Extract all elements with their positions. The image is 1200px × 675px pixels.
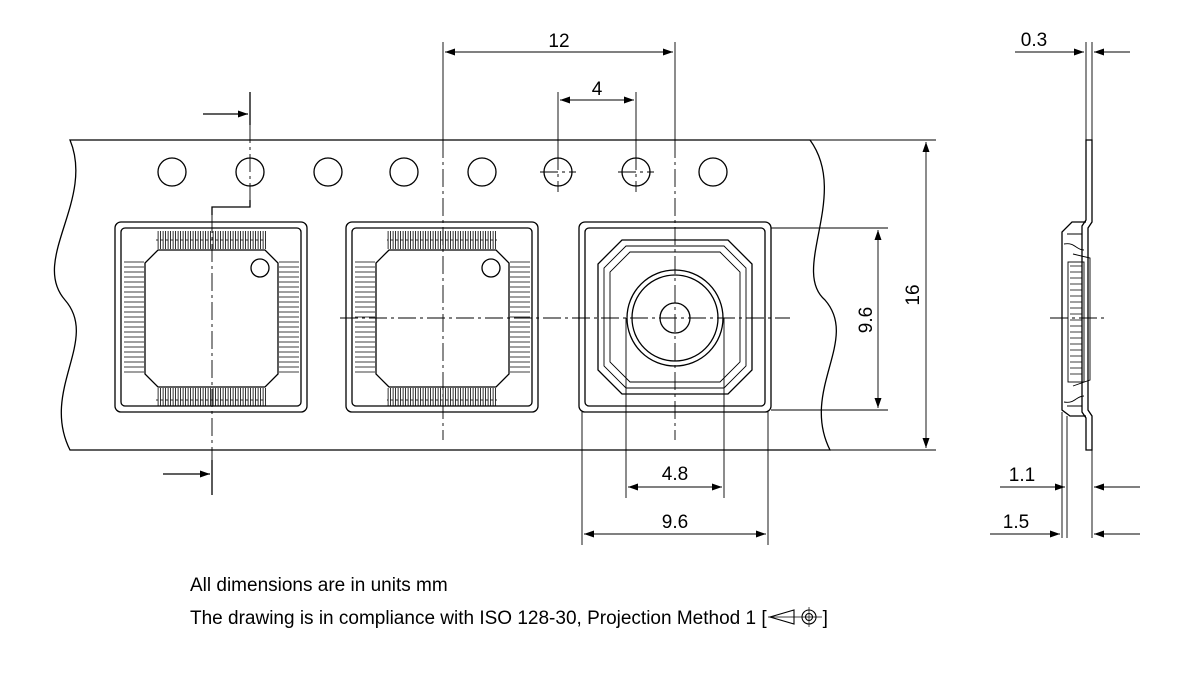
compliance-note-suffix: ] <box>822 608 828 629</box>
dim-hole-pitch-label: 4 <box>592 79 603 100</box>
dim-pocket-center-width-label: 4.8 <box>662 464 688 485</box>
units-note: All dimensions are in units mm <box>190 575 448 596</box>
pocket-1-with-chip <box>114 221 308 413</box>
compliance-note: The drawing is in compliance with ISO 12… <box>190 606 828 630</box>
dim-pitch-label: 12 <box>548 31 569 52</box>
dimension-lines <box>442 42 936 545</box>
dim-pocket-height-label: 9.6 <box>856 307 877 333</box>
dim-pocket-depth-inner-label: 1.1 <box>1009 465 1035 486</box>
center-lines <box>211 125 790 460</box>
dim-tape-width-label: 16 <box>903 284 924 305</box>
pocket-2-with-chip <box>345 221 539 413</box>
compliance-note-prefix: The drawing is in compliance with ISO 12… <box>190 608 767 629</box>
side-view-dimension-lines <box>990 42 1140 538</box>
dim-pocket-width-label: 9.6 <box>662 512 688 533</box>
dim-pocket-depth-total-label: 1.5 <box>1003 512 1029 533</box>
dim-tape-thickness-label: 0.3 <box>1021 30 1047 51</box>
section-cut-line <box>163 92 251 495</box>
first-angle-projection-icon <box>767 607 822 627</box>
tape-side-view <box>1050 139 1108 451</box>
